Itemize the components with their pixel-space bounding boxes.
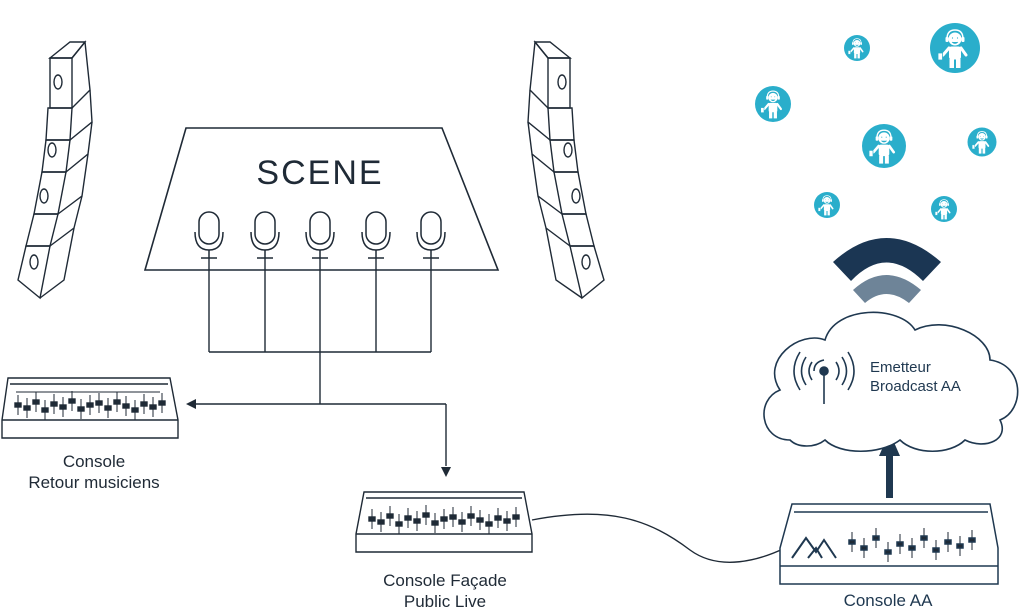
listener-headphones-icon: [928, 21, 982, 75]
listener-headphones-icon: [813, 191, 841, 219]
console-retour-label: Console Retour musiciens: [6, 451, 182, 493]
mic-cabling: [196, 258, 447, 466]
listener-headphones-icon: [843, 34, 871, 62]
audience: [753, 21, 998, 223]
listener-headphones-icon: [753, 84, 793, 124]
console-aa-label-text: Console AA: [843, 591, 933, 610]
stage-title: SCENE: [256, 154, 383, 192]
console-facade-label: Console Façade Public Live: [350, 570, 540, 612]
listener-headphones-icon: [966, 126, 998, 158]
console-facade-label-line2: Public Live: [403, 592, 487, 611]
console-retour-label-line1: Console: [62, 452, 126, 471]
listener-headphones-icon: [860, 122, 908, 170]
console-facade-label-line1: Console Façade: [383, 571, 507, 590]
cloud-icon: [763, 311, 1019, 453]
listener-headphones-icon: [930, 195, 958, 223]
emitter-label: Emetteur Broadcast AA: [870, 358, 1000, 396]
left-speaker-array-icon: [17, 40, 93, 300]
emitter-label-line1: Emetteur: [870, 359, 931, 376]
wifi-signal-icon: [833, 238, 941, 303]
right-speaker-array-icon: [527, 40, 605, 300]
console-retour-label-line2: Retour musiciens: [28, 473, 160, 492]
console-facade-icon: [355, 491, 533, 553]
broadcast-antenna-icon: [793, 351, 855, 404]
console-retour-icon: [1, 377, 179, 439]
console-aa-icon: [779, 503, 999, 585]
arrow-left-icon: [186, 399, 196, 409]
cable-facade-to-aa: [531, 513, 786, 563]
console-aa-label: Console AA: [818, 590, 958, 611]
arrow-down-icon: [441, 467, 451, 477]
stage: SCENE: [143, 127, 500, 271]
emitter-label-line2: Broadcast AA: [870, 378, 961, 395]
